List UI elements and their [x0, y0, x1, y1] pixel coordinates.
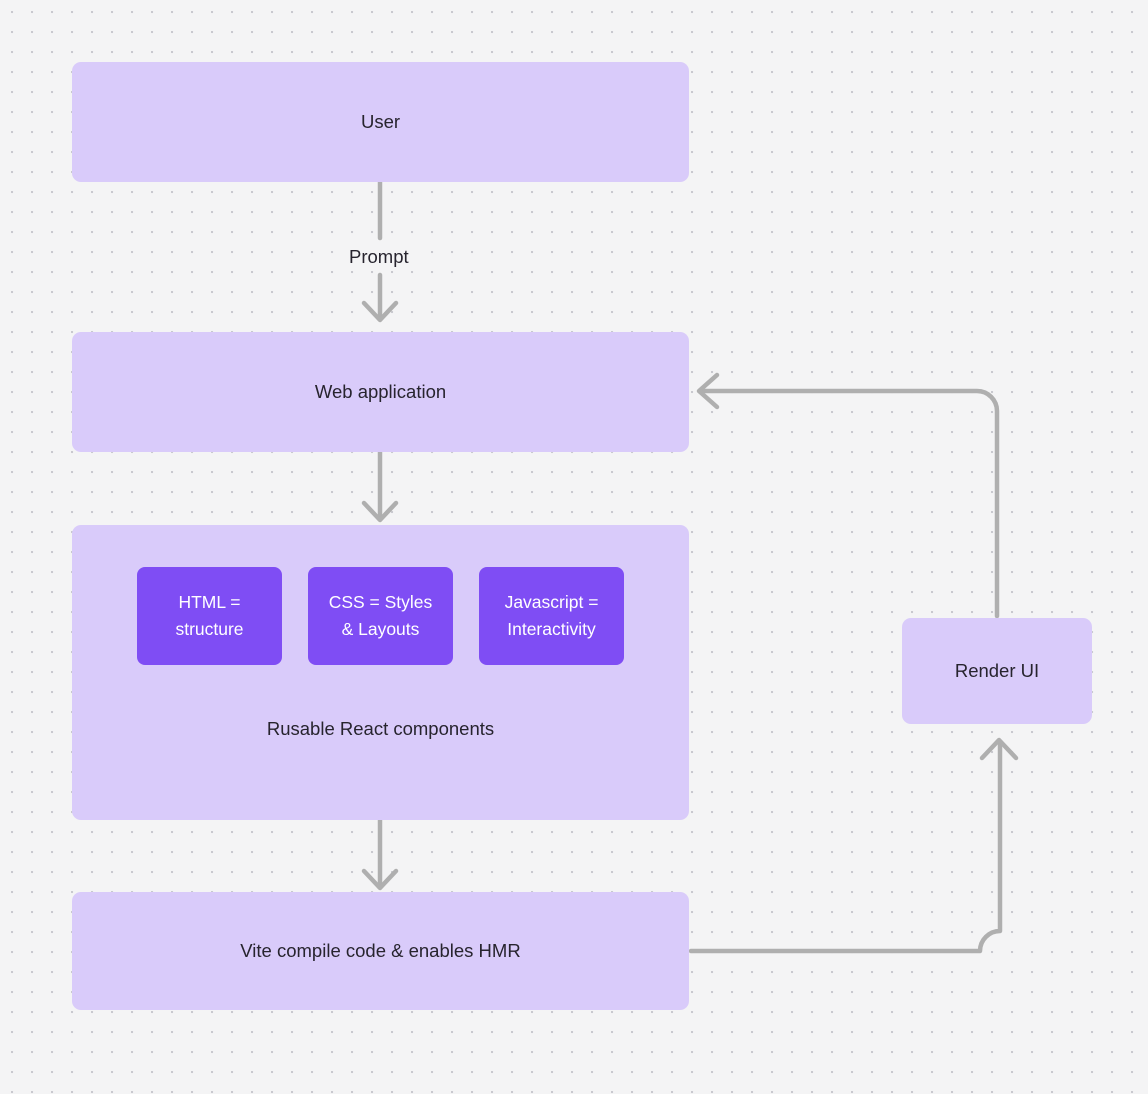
node-react-components-label: Rusable React components [266, 718, 495, 739]
node-web-application[interactable]: Web application [72, 332, 689, 452]
inner-box-row: HTML = structure CSS = Styles & Layouts … [72, 567, 689, 665]
node-html[interactable]: HTML = structure [137, 567, 282, 665]
node-web-application-label: Web application [314, 380, 447, 402]
node-user[interactable]: User [72, 62, 689, 182]
node-css[interactable]: CSS = Styles & Layouts [308, 567, 453, 665]
node-vite[interactable]: Vite compile code & enables HMR [72, 892, 689, 1010]
edge-render-ui-to-web-application [696, 372, 1000, 619]
edge-label-prompt: Prompt [342, 245, 416, 269]
edge-vite-to-render-ui [688, 737, 1019, 954]
edge-react-components-to-vite [361, 817, 399, 891]
node-css-label: CSS = Styles & Layouts [328, 591, 433, 639]
node-user-label: User [360, 110, 401, 132]
node-javascript-label: Javascript = Interactivity [504, 591, 599, 639]
node-html-label: HTML = structure [175, 591, 244, 639]
node-javascript[interactable]: Javascript = Interactivity [479, 567, 624, 665]
node-render-ui[interactable]: Render UI [902, 618, 1092, 724]
node-react-components[interactable]: HTML = structure CSS = Styles & Layouts … [72, 525, 689, 820]
node-render-ui-label: Render UI [954, 659, 1040, 681]
edge-web-application-to-react-components [361, 449, 399, 523]
node-vite-label: Vite compile code & enables HMR [240, 939, 521, 961]
